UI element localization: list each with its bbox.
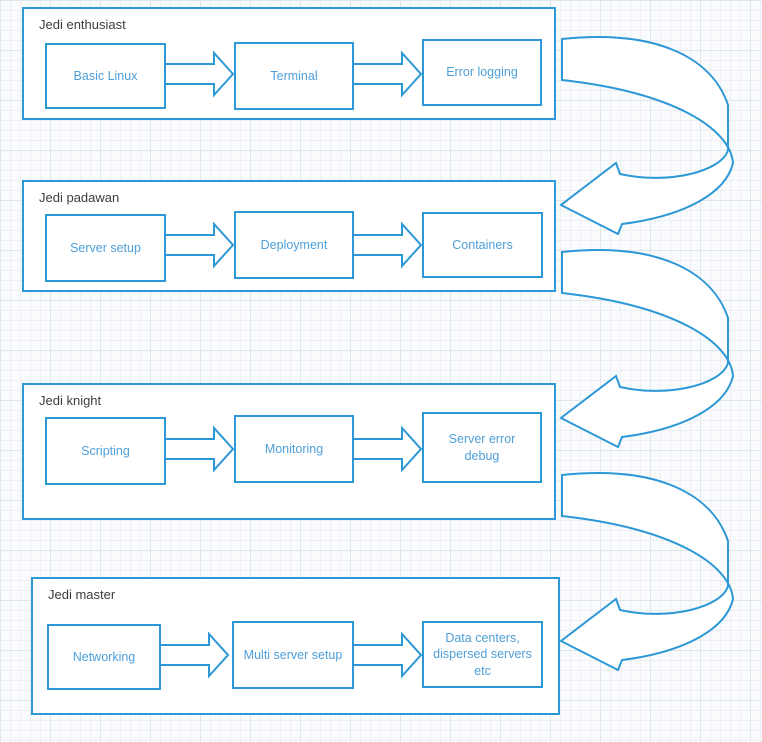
node-deployment[interactable]: Deployment [234, 211, 354, 279]
stage-title: Jedi knight [39, 393, 102, 408]
stage-jedi-knight[interactable]: Jedi knight Scripting Monitoring Server … [22, 383, 556, 520]
right-block-arrow-icon[interactable] [164, 221, 235, 269]
curved-loop-arrow-icon[interactable] [559, 471, 736, 687]
node-monitoring[interactable]: Monitoring [234, 415, 354, 483]
node-multi-server-setup[interactable]: Multi server setup [232, 621, 354, 689]
node-basic-linux[interactable]: Basic Linux [45, 43, 166, 109]
node-server-error-debug[interactable]: Server error debug [422, 412, 542, 483]
node-label: Error logging [446, 65, 518, 80]
node-networking[interactable]: Networking [47, 624, 161, 690]
stage-title: Jedi master [48, 587, 116, 602]
node-label: Terminal [270, 68, 318, 83]
node-server-setup[interactable]: Server setup [45, 214, 166, 282]
stage-jedi-enthusiast[interactable]: Jedi enthusiast Basic Linux Terminal Err… [22, 7, 556, 120]
node-label: Deployment [260, 237, 328, 252]
right-block-arrow-icon[interactable] [164, 425, 235, 473]
node-label: Server setup [70, 240, 141, 255]
right-block-arrow-icon[interactable] [352, 631, 423, 679]
node-error-logging[interactable]: Error logging [422, 39, 542, 106]
node-containers[interactable]: Containers [422, 212, 543, 278]
node-label: Networking [72, 649, 136, 664]
stage-jedi-padawan[interactable]: Jedi padawan Server setup Deployment Con… [22, 180, 556, 292]
right-block-arrow-icon[interactable] [352, 425, 423, 473]
right-block-arrow-icon[interactable] [159, 631, 230, 679]
node-label: Multi server setup [243, 647, 343, 662]
stage-title: Jedi padawan [39, 190, 120, 205]
node-label: Basic Linux [73, 68, 138, 83]
stage-title: Jedi enthusiast [39, 17, 126, 32]
node-scripting[interactable]: Scripting [45, 417, 166, 485]
node-label: Data centers, dispersed servers etc [433, 631, 532, 678]
stage-jedi-master[interactable]: Jedi master Networking Multi server setu… [31, 577, 560, 715]
curved-loop-arrow-icon[interactable] [559, 35, 736, 251]
node-label: Monitoring [264, 441, 324, 456]
node-label: Scripting [81, 443, 130, 458]
node-label: Containers [452, 237, 513, 252]
node-terminal[interactable]: Terminal [234, 42, 354, 110]
right-block-arrow-icon[interactable] [352, 50, 423, 98]
right-block-arrow-icon[interactable] [352, 221, 423, 269]
node-data-centers[interactable]: Data centers, dispersed servers etc [422, 621, 543, 688]
curved-loop-arrow-icon[interactable] [559, 248, 736, 464]
right-block-arrow-icon[interactable] [164, 50, 235, 98]
node-label: Server error debug [448, 432, 516, 463]
